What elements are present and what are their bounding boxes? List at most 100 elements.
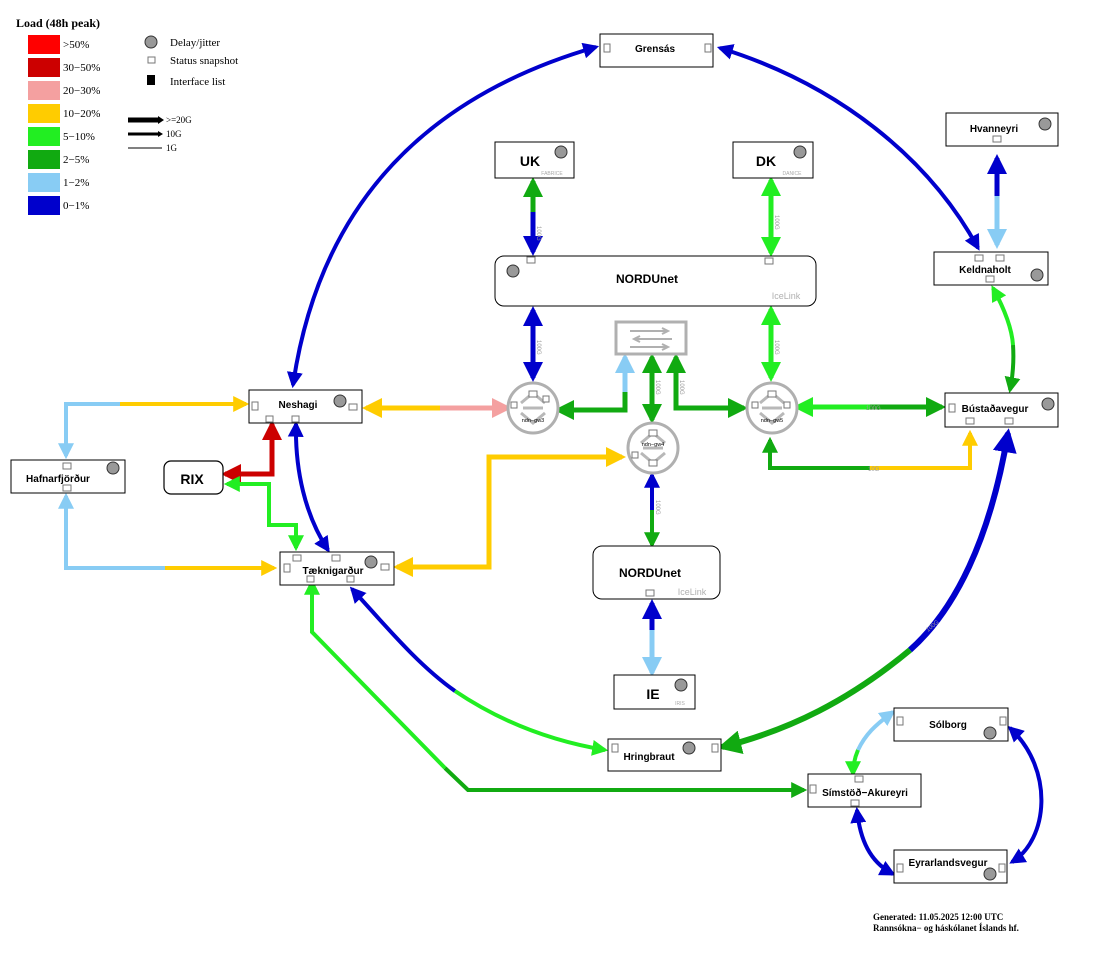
- link-taeknigardur-simstod-a[interactable]: [304, 578, 447, 770]
- link-gw5-bustadavegur-loop-b[interactable]: [870, 429, 978, 470]
- node-nordunet-mid[interactable]: NORDUnet IceLink: [592, 545, 721, 600]
- delay-icon[interactable]: [793, 145, 807, 159]
- link-keldnaholt-bustadavegur-a[interactable]: [991, 285, 1015, 346]
- snapshot-icon[interactable]: [331, 554, 341, 562]
- snapshot-icon[interactable]: [764, 257, 774, 265]
- link-gw5-bustadavegur-loop-a[interactable]: [762, 436, 870, 470]
- snapshot-icon[interactable]: [348, 403, 358, 411]
- snapshot-icon[interactable]: [850, 799, 860, 807]
- link-switch-gw5[interactable]: [666, 353, 748, 418]
- router-gw3[interactable]: ndn−gw3: [506, 381, 560, 435]
- snapshot-icon[interactable]: [1004, 417, 1014, 425]
- snapshot-icon[interactable]: [896, 863, 904, 873]
- snapshot-icon[interactable]: [631, 451, 639, 459]
- link-solborg-eyrarlandsvegur[interactable]: [1007, 725, 1044, 864]
- delay-icon[interactable]: [983, 867, 997, 881]
- snapshot-icon[interactable]: [265, 415, 274, 423]
- snapshot-icon[interactable]: [648, 459, 658, 467]
- link-grensas-neshagi[interactable]: [286, 42, 600, 389]
- node-neshagi[interactable]: Neshagi: [248, 389, 363, 424]
- link-neshagi-rix[interactable]: [221, 420, 282, 484]
- snapshot-icon[interactable]: [965, 417, 975, 425]
- node-hringbraut[interactable]: Hringbraut: [607, 738, 722, 772]
- link-neshagi-taeknigardur[interactable]: [287, 420, 330, 553]
- node-hvanneyri[interactable]: Hvanneyri: [945, 112, 1059, 147]
- link-solborg-simstod-b[interactable]: [845, 749, 862, 778]
- link-neshagi-hafnarfjordur-b[interactable]: [58, 402, 120, 460]
- snapshot-icon[interactable]: [306, 575, 315, 583]
- node-solborg[interactable]: Sólborg: [893, 707, 1009, 742]
- snapshot-icon[interactable]: [711, 743, 719, 753]
- snapshot-icon[interactable]: [896, 716, 904, 726]
- snapshot-icon[interactable]: [542, 395, 550, 403]
- snapshot-icon[interactable]: [510, 401, 518, 409]
- node-uk[interactable]: UK FABRICE: [494, 141, 575, 179]
- router-gw5[interactable]: ndn−gw5: [745, 381, 799, 435]
- node-simstod[interactable]: Símstöð−Akureyri: [807, 773, 922, 808]
- link-taeknigardur-hringbraut-a[interactable]: [349, 586, 457, 693]
- link-taeknigardur-hringbraut-b[interactable]: [453, 689, 609, 756]
- delay-icon[interactable]: [364, 555, 378, 569]
- node-rix[interactable]: RIX: [163, 460, 224, 495]
- link-rix-taeknigardur[interactable]: [223, 476, 304, 552]
- snapshot-icon[interactable]: [767, 390, 777, 398]
- snapshot-icon[interactable]: [291, 415, 300, 423]
- snapshot-icon[interactable]: [645, 589, 655, 597]
- link-grensas-keldnaholt[interactable]: [716, 44, 980, 251]
- link-bustadavegur-hringbraut-b[interactable]: [717, 647, 912, 754]
- router-gw4[interactable]: ndn−gw4: [626, 421, 680, 475]
- link-gw3-switch-a[interactable]: [554, 357, 628, 420]
- snapshot-icon[interactable]: [783, 401, 791, 409]
- node-ie[interactable]: IE IRIS: [613, 674, 696, 710]
- link-hafnarfjordur-taeknigardur-a[interactable]: [58, 492, 165, 570]
- node-taeknigardur[interactable]: Tæknigarður: [279, 551, 395, 586]
- delay-icon[interactable]: [506, 264, 520, 278]
- snapshot-icon[interactable]: [648, 429, 658, 437]
- snapshot-icon[interactable]: [526, 256, 536, 264]
- snapshot-icon[interactable]: [809, 784, 817, 794]
- link-bustadavegur-hringbraut-a[interactable]: [908, 428, 1017, 653]
- snapshot-icon[interactable]: [62, 462, 72, 470]
- delay-icon[interactable]: [1041, 397, 1055, 411]
- delay-icon[interactable]: [106, 461, 120, 475]
- switch[interactable]: [614, 320, 688, 356]
- snapshot-icon[interactable]: [380, 563, 390, 571]
- snapshot-icon[interactable]: [62, 484, 72, 492]
- link-simstod-eyrarlandsvegur[interactable]: [850, 806, 896, 876]
- delay-icon[interactable]: [333, 394, 347, 408]
- node-bustadavegur[interactable]: Bústaðavegur: [944, 392, 1059, 428]
- node-keldnaholt[interactable]: Keldnaholt: [933, 251, 1049, 286]
- snapshot-icon[interactable]: [998, 863, 1006, 873]
- snapshot-icon[interactable]: [995, 254, 1005, 262]
- snapshot-icon[interactable]: [948, 403, 956, 413]
- delay-icon[interactable]: [1038, 117, 1052, 131]
- snapshot-icon[interactable]: [528, 390, 538, 398]
- link-keldnaholt-bustadavegur-b[interactable]: [1004, 344, 1021, 394]
- delay-icon[interactable]: [983, 726, 997, 740]
- delay-icon[interactable]: [674, 678, 688, 692]
- snapshot-icon[interactable]: [751, 401, 759, 409]
- node-eyrarlandsvegur[interactable]: Eyrarlandsvegur: [893, 849, 1008, 884]
- snapshot-icon[interactable]: [251, 401, 259, 411]
- snapshot-icon[interactable]: [999, 716, 1007, 726]
- snapshot-icon[interactable]: [704, 43, 712, 53]
- delay-icon[interactable]: [554, 145, 568, 159]
- snapshot-icon[interactable]: [283, 563, 291, 573]
- snapshot-icon[interactable]: [985, 275, 995, 283]
- node-dk[interactable]: DK DANICE: [732, 141, 814, 179]
- delay-icon[interactable]: [682, 741, 696, 755]
- snapshot-icon[interactable]: [974, 254, 984, 262]
- snapshot-icon[interactable]: [611, 743, 619, 753]
- link-solborg-simstod-a[interactable]: [856, 710, 896, 751]
- snapshot-icon[interactable]: [603, 43, 611, 53]
- snapshot-icon[interactable]: [292, 554, 302, 562]
- node-nordunet-top[interactable]: NORDUnet IceLink: [494, 255, 817, 307]
- link-gw4-taeknigardur[interactable]: [393, 447, 626, 577]
- snapshot-icon[interactable]: [346, 575, 355, 583]
- snapshot-icon[interactable]: [854, 775, 864, 783]
- node-grensas[interactable]: Grensás: [599, 33, 714, 68]
- link-taeknigardur-simstod-b[interactable]: [443, 766, 808, 798]
- node-hafnarfjordur[interactable]: Hafnarfjörður: [10, 459, 126, 494]
- snapshot-icon[interactable]: [992, 135, 1002, 143]
- delay-icon[interactable]: [1030, 268, 1044, 282]
